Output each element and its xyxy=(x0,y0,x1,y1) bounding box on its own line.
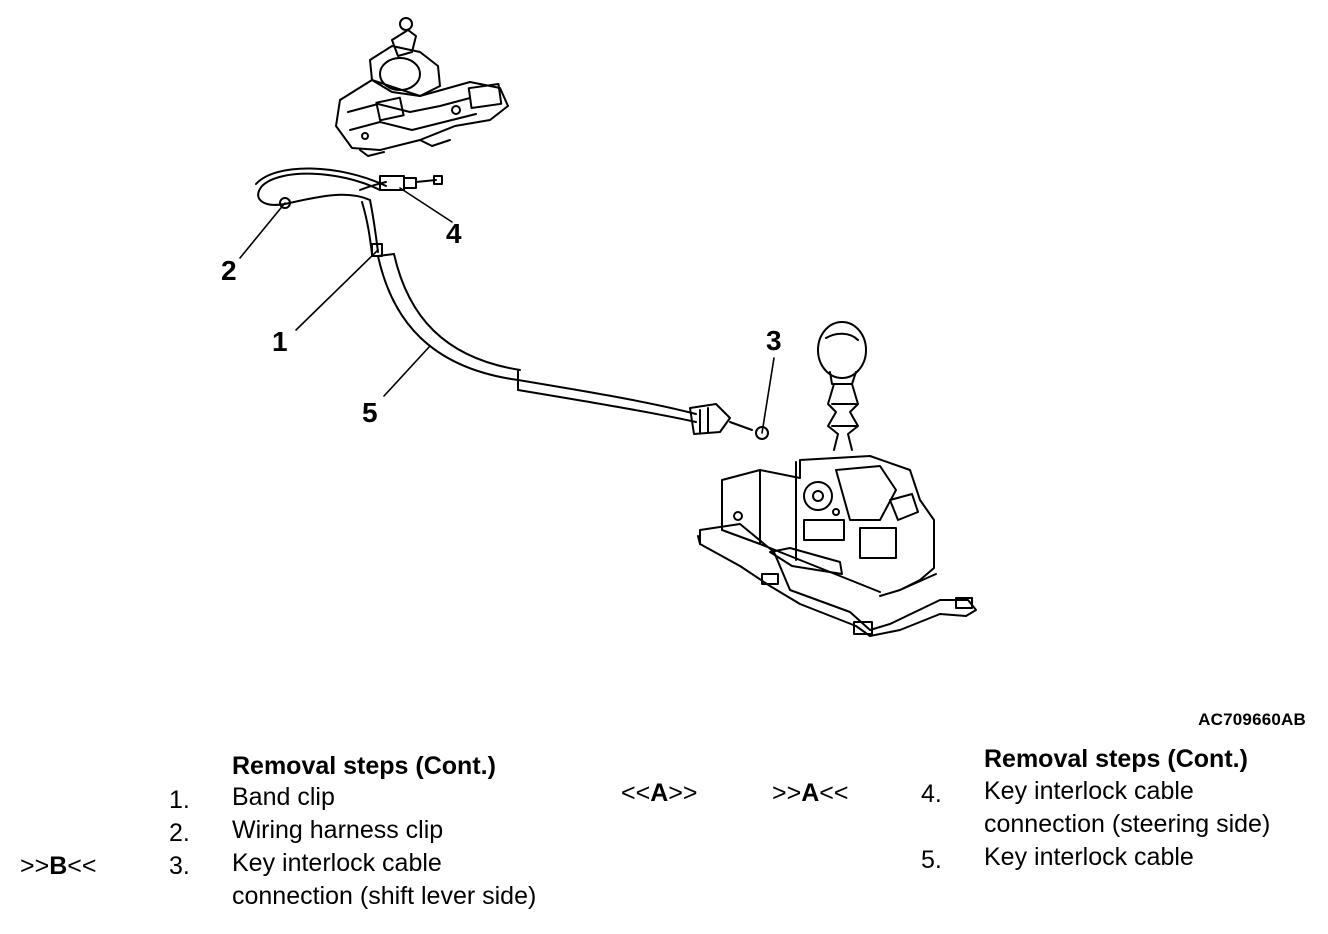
callout-3: 3 xyxy=(766,325,782,356)
step-text: Key interlock cable xyxy=(984,843,1194,871)
step-number: 4. xyxy=(921,780,942,808)
step-text: Key interlock cable xyxy=(984,777,1194,805)
procedure-marker-b: >>B<< xyxy=(20,852,97,880)
step-number: 1. xyxy=(169,786,190,814)
shift-lever-assembly xyxy=(697,321,977,637)
figure-id: AC709660AB xyxy=(1198,710,1306,729)
step-text: connection (steering side) xyxy=(984,810,1271,838)
leader-lines xyxy=(239,187,775,434)
exploded-illustration: 2 1 4 5 3 xyxy=(221,17,977,637)
procedure-marker-a-install: >>A<< xyxy=(772,779,849,807)
step-number: 3. xyxy=(169,852,190,880)
step-number: 2. xyxy=(169,819,190,847)
callout-1: 1 xyxy=(272,326,288,357)
step-text: Key interlock cable xyxy=(232,849,442,877)
step-text: Band clip xyxy=(232,783,335,811)
callout-2: 2 xyxy=(221,255,237,286)
steering-lock-assembly xyxy=(335,17,509,157)
right-list-heading: Removal steps (Cont.) xyxy=(984,745,1248,773)
step-number: 5. xyxy=(921,846,942,874)
left-list-heading: Removal steps (Cont.) xyxy=(232,752,496,780)
step-text: Wiring harness clip xyxy=(232,816,444,844)
callout-5: 5 xyxy=(362,397,378,428)
key-interlock-cable xyxy=(255,167,769,440)
step-text: connection (shift lever side) xyxy=(232,882,537,910)
callout-4: 4 xyxy=(446,218,462,249)
procedure-marker-a-removal: <<A>> xyxy=(621,779,698,807)
